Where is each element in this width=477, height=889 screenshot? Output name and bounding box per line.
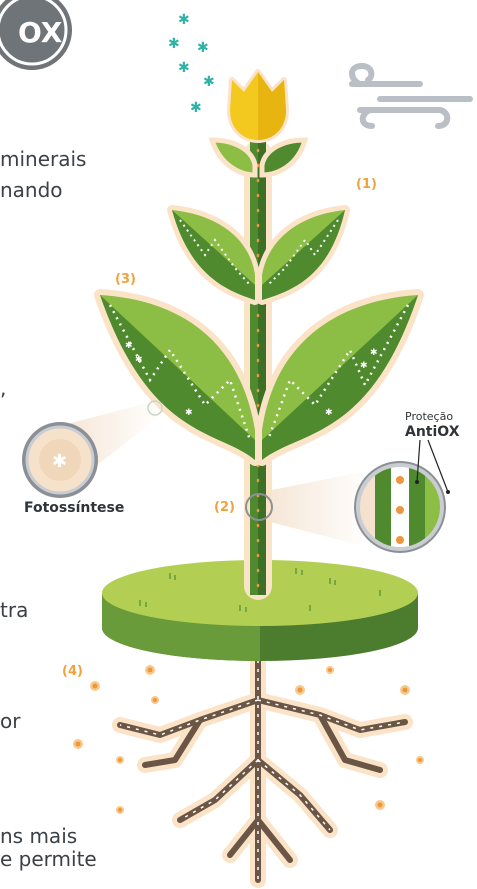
svg-text:✱: ✱ xyxy=(360,361,368,371)
leaf-lower-right xyxy=(262,295,418,460)
body-text-line: tra xyxy=(0,597,28,623)
magnifier-protection xyxy=(350,440,450,560)
sparkle-icon: ✱ xyxy=(168,36,180,52)
protection-label-bottom: AntiOX xyxy=(405,424,460,440)
svg-text:✱: ✱ xyxy=(135,355,143,365)
sparkles: ✱ ✱ ✱ ✱ ✱ ✱ xyxy=(168,12,215,116)
body-text-line: or xyxy=(0,708,20,734)
sparkle-icon: ✱ xyxy=(203,74,215,90)
protection-label-top: Proteção xyxy=(405,410,453,423)
leaf-upper-left xyxy=(172,210,255,300)
svg-text:✱: ✱ xyxy=(325,408,333,418)
marker-1: (1) xyxy=(356,177,377,192)
marker-2: (2) xyxy=(214,500,235,515)
marker-4: (4) xyxy=(62,664,83,679)
svg-text:✱: ✱ xyxy=(370,348,378,358)
body-text-line: minerais xyxy=(0,146,86,172)
body-text-line: nando xyxy=(0,177,63,203)
marker-3: (3) xyxy=(115,272,136,287)
magnifier-photosynthesis: ✱ xyxy=(22,422,98,498)
body-text-line: e permite xyxy=(0,846,97,872)
sparkle-icon: ✱ xyxy=(178,12,190,28)
photosynthesis-label: Fotossíntese xyxy=(24,500,124,516)
sparkle-icon: ✱ xyxy=(178,60,190,76)
sparkle-icon: ✱ xyxy=(190,100,202,116)
logo-badge: OX xyxy=(0,0,72,70)
body-text-line: , xyxy=(0,375,6,401)
logo-text: OX xyxy=(18,16,63,49)
wind-icon xyxy=(352,66,470,126)
sparkle-icon: ✱ xyxy=(197,40,209,56)
sun-icon: ✱ xyxy=(52,451,67,472)
svg-text:✱: ✱ xyxy=(125,341,133,351)
flower-bud xyxy=(230,72,286,140)
leaf-upper-right xyxy=(262,210,345,300)
roots-glow xyxy=(120,660,405,880)
svg-text:✱: ✱ xyxy=(185,408,193,418)
